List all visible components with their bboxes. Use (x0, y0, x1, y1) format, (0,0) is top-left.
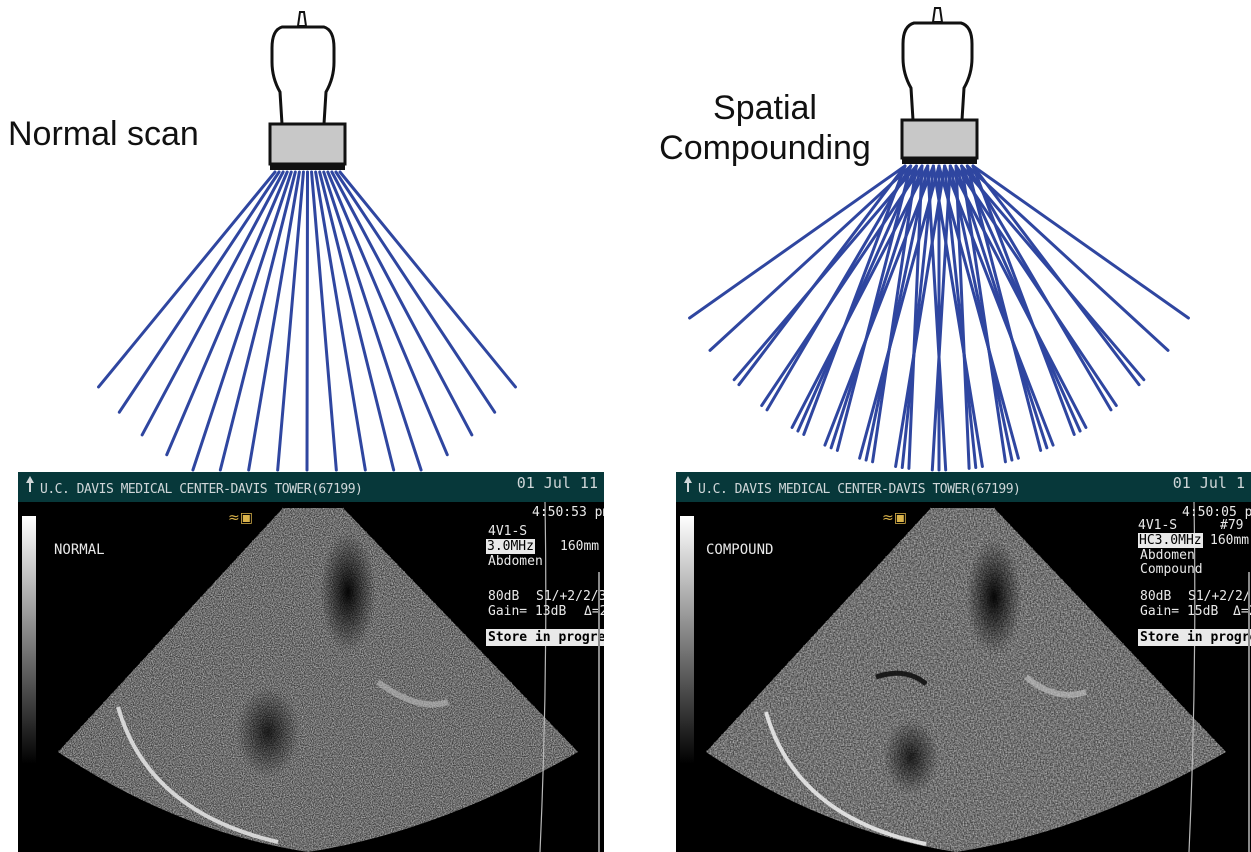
preset: Abdomen (488, 554, 543, 569)
delta: Δ=2 (584, 604, 604, 619)
beam-line (193, 172, 291, 470)
store-status: Store in progress (486, 629, 604, 646)
probe-name: 4V1-S (488, 524, 527, 539)
frequency: 3.0MHz (486, 539, 535, 554)
depth-scale (1248, 572, 1250, 852)
mode-label: COMPOUND (706, 542, 773, 558)
settings: S1/+2/2/3 (1188, 589, 1251, 604)
settings: S1/+2/2/3 (536, 589, 604, 604)
scan-date: 01 Jul 11 (517, 474, 598, 492)
panel-header: U.C. DAVIS MEDICAL CENTER-DAVIS TOWER(67… (676, 472, 1251, 502)
beam-line (324, 172, 421, 470)
tree-logo-icon (26, 476, 34, 492)
dynamic-range: 80dB (488, 589, 519, 604)
beam-line (804, 166, 905, 434)
scan-date: 01 Jul 1 (1173, 474, 1245, 492)
depth-scale (598, 572, 600, 852)
scan-time: 4:50:53 pm (532, 505, 604, 520)
ultrasound-panel-compound: U.C. DAVIS MEDICAL CENTER-DAVIS TOWER(67… (676, 472, 1251, 852)
normal-beam-fan (99, 172, 516, 470)
institution-name: U.C. DAVIS MEDICAL CENTER-DAVIS TOWER(67… (40, 482, 362, 497)
beam-line (973, 166, 1074, 434)
tree-logo-icon (684, 476, 692, 492)
gain: Gain= 15dB (1140, 604, 1218, 619)
depth: 160mm (560, 539, 599, 554)
ultrasound-panel-normal: U.C. DAVIS MEDICAL CENTER-DAVIS TOWER(67… (18, 472, 604, 852)
compound-label: Compound (1140, 562, 1203, 577)
gain: Gain= 13dB (488, 604, 566, 619)
transducer-right-icon (902, 8, 977, 164)
store-status: Store in progress (1138, 629, 1251, 646)
beam-line (767, 166, 911, 410)
orientation-marker-icon: ≈▣ (228, 510, 253, 526)
transducer-left-icon (270, 12, 345, 170)
preset: Abdomen (1140, 548, 1195, 563)
dynamic-range: 80dB (1140, 589, 1171, 604)
compound-beam-fan (690, 166, 1189, 470)
depth: 160mm (1210, 533, 1249, 548)
frame-number: #79 (1220, 518, 1243, 533)
institution-name: U.C. DAVIS MEDICAL CENTER-DAVIS TOWER(67… (698, 482, 1020, 497)
beam-line (739, 166, 905, 385)
grayscale-bar (22, 516, 36, 764)
beam-line (307, 172, 308, 470)
grayscale-bar (680, 516, 694, 764)
mode-label: NORMAL (54, 542, 105, 558)
probe-name: 4V1-S (1138, 518, 1177, 533)
orientation-marker-icon: ≈▣ (882, 510, 907, 526)
panel-header: U.C. DAVIS MEDICAL CENTER-DAVIS TOWER(67… (18, 472, 604, 502)
frequency: HC3.0MHz (1138, 533, 1203, 548)
